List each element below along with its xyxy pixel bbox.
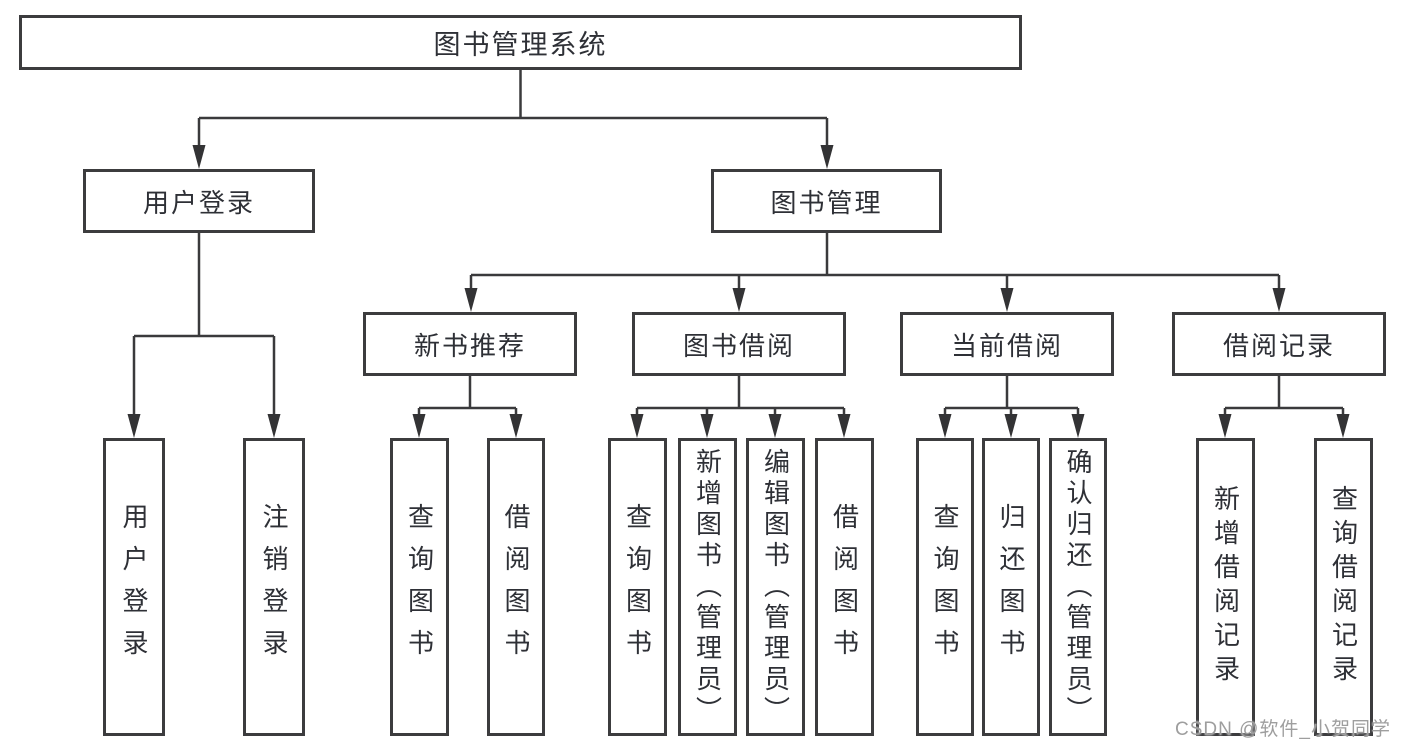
leaf-add-books-admin-label: 新增图书（管理员） — [692, 447, 723, 727]
node-book-borrow: 图书借阅 — [632, 312, 846, 376]
leaf-confirm-return-admin: 确认归还（管理员） — [1049, 438, 1107, 736]
node-root: 图书管理系统 — [19, 15, 1022, 70]
leaf-query-borrow-record-label: 查询借阅记录 — [1328, 485, 1359, 689]
leaf-return-books: 归还图书 — [982, 438, 1040, 736]
watermark-text: CSDN @软件_小贺同学 — [1175, 719, 1391, 740]
leaf-query-books-1-label: 查询图书 — [404, 503, 435, 671]
leaf-edit-books-admin-label: 编辑图书（管理员） — [760, 447, 791, 727]
leaf-add-borrow-record: 新增借阅记录 — [1196, 438, 1255, 736]
leaf-edit-books-admin: 编辑图书（管理员） — [746, 438, 805, 736]
leaf-borrow-books-1-label: 借阅图书 — [501, 503, 531, 671]
node-new-book-recommend: 新书推荐 — [363, 312, 577, 376]
leaf-borrow-books-1: 借阅图书 — [487, 438, 545, 736]
node-book-management: 图书管理 — [711, 169, 942, 233]
leaf-user-login: 用户登录 — [103, 438, 165, 736]
leaf-add-books-admin: 新增图书（管理员） — [678, 438, 737, 736]
leaf-query-borrow-record: 查询借阅记录 — [1314, 438, 1373, 736]
node-borrow-records-label: 借阅记录 — [1222, 330, 1335, 361]
leaf-confirm-return-admin-label: 确认归还（管理员） — [1063, 447, 1093, 727]
leaf-query-books-2-label: 查询图书 — [622, 503, 653, 671]
node-root-label: 图书管理系统 — [433, 30, 608, 60]
leaf-logout-label: 注销登录 — [259, 503, 289, 671]
node-new-book-recommend-label: 新书推荐 — [413, 330, 526, 361]
node-book-borrow-label: 图书借阅 — [682, 330, 795, 361]
leaf-query-books-1: 查询图书 — [390, 438, 449, 736]
node-current-borrow: 当前借阅 — [900, 312, 1114, 376]
connector-path — [132, 68, 1345, 432]
node-user-login: 用户登录 — [83, 169, 315, 233]
leaf-query-books-2: 查询图书 — [608, 438, 667, 736]
leaf-borrow-books-2-label: 借阅图书 — [829, 503, 860, 671]
node-borrow-records: 借阅记录 — [1172, 312, 1386, 376]
leaf-query-books-3-label: 查询图书 — [930, 503, 960, 671]
leaf-user-login-label: 用户登录 — [119, 503, 149, 671]
leaf-borrow-books-2: 借阅图书 — [815, 438, 874, 736]
arrowheads — [127, 145, 1350, 438]
node-user-login-label: 用户登录 — [142, 187, 255, 218]
node-book-management-label: 图书管理 — [770, 187, 883, 218]
leaf-query-books-3: 查询图书 — [916, 438, 974, 736]
leaf-return-books-label: 归还图书 — [996, 503, 1026, 671]
node-current-borrow-label: 当前借阅 — [950, 330, 1063, 361]
leaf-add-borrow-record-label: 新增借阅记录 — [1210, 485, 1241, 689]
leaf-logout: 注销登录 — [243, 438, 305, 736]
